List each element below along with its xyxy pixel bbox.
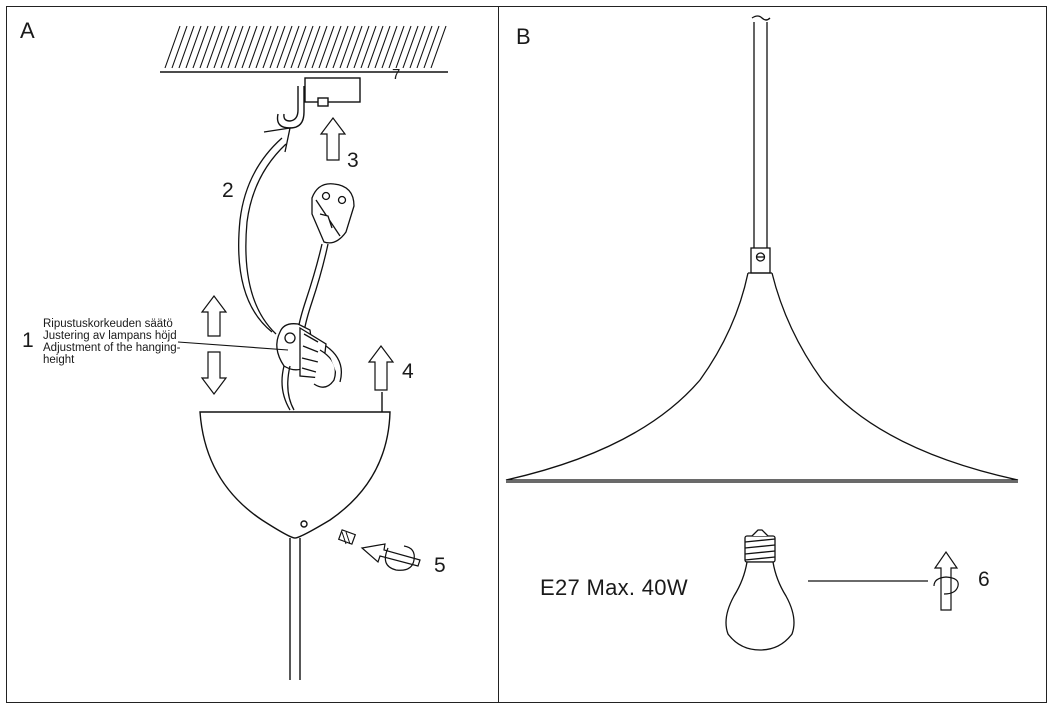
panel-a-label: A — [20, 18, 35, 43]
step-6-label: 6 — [978, 568, 990, 591]
bulb-spec-label: E27 Max. 40W — [540, 575, 688, 600]
light-bulb-icon — [725, 529, 795, 651]
step-4-label: 4 — [402, 360, 414, 383]
step-3-label: 3 — [347, 149, 359, 172]
ceiling-mark: 7 — [392, 66, 401, 83]
adjustment-text: Ripustuskorkeuden säätö Justering av lam… — [43, 318, 203, 366]
arrow-5-rotate-icon — [360, 543, 421, 571]
arrow-2 — [238, 127, 291, 335]
step-2-label: 2 — [222, 179, 234, 202]
set-screw-icon — [337, 529, 357, 545]
plug-icon — [311, 183, 355, 244]
adjustment-text-en: Adjustment of the hanging- — [43, 342, 181, 354]
adjustment-text-fi: Ripustuskorkeuden säätö — [43, 318, 173, 330]
canopy-cup — [199, 392, 391, 680]
cord-grip — [276, 323, 343, 411]
adjustment-text-en-cont: height — [43, 354, 75, 366]
ceiling-hatching — [160, 25, 448, 73]
arrow-6-rotate-icon — [933, 550, 959, 611]
adjustment-leader — [177, 341, 289, 351]
arrow-4-up-icon — [367, 345, 395, 391]
step-1-label: 1 — [22, 329, 34, 352]
panel-b-label: B — [516, 24, 531, 49]
adjustment-text-sv: Justering av lampans höjd — [43, 330, 177, 342]
panel-a — [6, 6, 499, 703]
ceiling-hook — [276, 77, 361, 129]
height-arrows-icon — [200, 295, 228, 395]
power-cord — [297, 243, 329, 333]
pendant-shade — [505, 15, 1019, 483]
arrow-3-up-icon — [319, 117, 347, 161]
step-5-label: 5 — [434, 554, 446, 577]
